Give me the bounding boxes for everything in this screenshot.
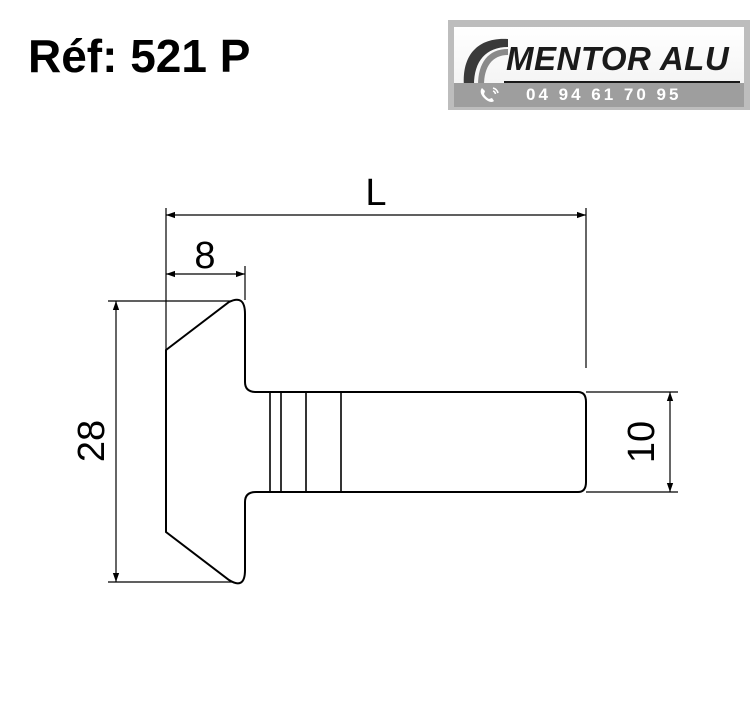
logo-phone-number: 04 94 61 70 95 — [526, 85, 682, 104]
part-outline — [165, 298, 587, 585]
dimension-label-head-height: 28 — [71, 420, 113, 462]
brand-logo: MENTOR ALU 04 94 61 70 95 — [448, 20, 750, 110]
logo-phone-bar: 04 94 61 70 95 — [454, 83, 744, 107]
dimension-label-shank-diameter: 10 — [621, 421, 663, 463]
reference-title: Réf: 521 P — [28, 30, 251, 82]
logo-swoosh-icon — [463, 38, 508, 85]
dimension-label-length: L — [365, 172, 386, 214]
logo-brand-name: MENTOR ALU — [506, 40, 730, 77]
dimension-label-head-width: 8 — [194, 235, 215, 277]
phone-icon — [480, 87, 499, 102]
